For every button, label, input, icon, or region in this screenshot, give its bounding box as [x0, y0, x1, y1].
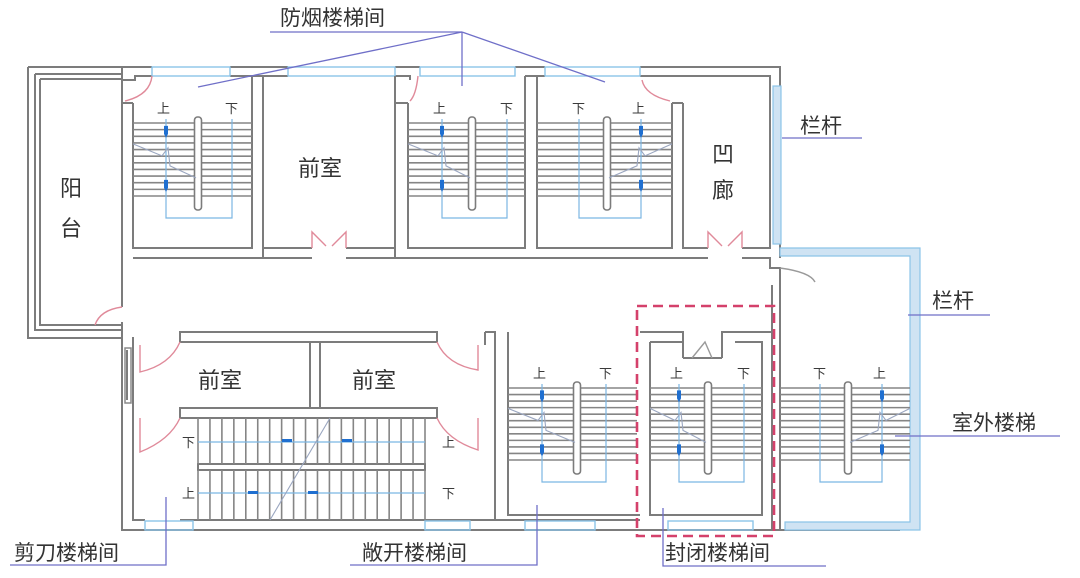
direction-arrow	[248, 491, 258, 494]
stair-down-mark: 下	[225, 102, 238, 117]
stair-handrail	[467, 116, 477, 211]
stair-down-mark: 下	[599, 367, 612, 382]
label-railing-top: 栏杆	[800, 114, 842, 138]
stair-handrail	[703, 381, 713, 475]
break-line	[649, 407, 707, 443]
direction-arrow	[164, 125, 168, 138]
label-outdoor-stair: 室外楼梯	[952, 411, 1036, 435]
room-anteroom-left: 前室	[198, 369, 242, 394]
direction-arrow	[440, 125, 444, 138]
stair-up-mark: 上	[670, 367, 683, 382]
stair-handrail	[843, 381, 853, 475]
leader-lines	[10, 31, 1060, 567]
label-enclosed-stairwell: 封闭楼梯间	[665, 541, 770, 565]
stair-down-mark: 下	[813, 367, 826, 382]
room-recess-2: 廊	[712, 179, 734, 204]
room-balcony-2: 台	[60, 217, 82, 242]
label-scissor-stairwell: 剪刀楼梯间	[14, 541, 119, 565]
lower-stairs: 上下上下上下	[507, 367, 911, 483]
outdoor-railing	[779, 247, 921, 531]
direction-arrow	[308, 491, 318, 494]
stair-up-mark: 上	[632, 102, 645, 117]
dog-leg-stair: 上下	[649, 367, 762, 483]
label-railing-right: 栏杆	[932, 289, 974, 313]
stair-handrail	[193, 116, 203, 211]
stair-up-mark: 上	[533, 367, 546, 382]
dog-leg-stair: 上下	[132, 102, 252, 219]
stair-down-mark: 下	[182, 436, 195, 451]
dog-leg-stair: 上下	[507, 367, 637, 483]
direction-arrow	[540, 444, 544, 457]
room-anteroom-right: 前室	[352, 369, 396, 394]
direction-arrow	[639, 125, 643, 138]
stair-handrail	[572, 381, 582, 475]
stair-down-mark: 下	[500, 102, 513, 117]
stair-up-mark: 上	[433, 102, 446, 117]
walk-path	[678, 384, 745, 483]
walk-path	[819, 384, 883, 483]
walk-path	[441, 119, 508, 219]
walk-path	[165, 119, 233, 219]
direction-arrow	[282, 439, 292, 442]
direction-arrow	[677, 444, 681, 457]
stair-up-mark: 上	[182, 487, 195, 502]
stair-down-mark: 下	[737, 367, 750, 382]
direction-arrow	[440, 179, 444, 192]
balcony-walls	[27, 66, 123, 339]
room-recess-1: 凹	[712, 143, 734, 168]
doors	[94, 75, 816, 454]
break-line	[407, 143, 471, 179]
break-line	[507, 407, 576, 443]
room-balcony-1: 阳	[60, 177, 82, 202]
enclosed-stair-highlight	[635, 304, 776, 538]
direction-arrow	[164, 179, 168, 192]
direction-arrow	[342, 439, 352, 442]
dog-leg-stair: 上下	[537, 102, 673, 219]
stair-up-mark: 上	[873, 367, 886, 382]
break-line	[132, 143, 197, 179]
label-open-stairwell: 敞开楼梯间	[362, 541, 467, 565]
stair-handrail	[602, 116, 612, 211]
direction-arrow	[880, 390, 884, 403]
stair-down-mark: 下	[572, 102, 585, 117]
room-anteroom-top: 前室	[298, 157, 342, 182]
stair-up-mark: 上	[157, 102, 170, 117]
break-line	[269, 417, 331, 521]
stair-up-mark: 上	[442, 436, 455, 451]
walk-path	[578, 119, 642, 219]
dog-leg-stair: 上下	[780, 367, 911, 483]
direction-arrow	[639, 179, 643, 192]
dog-leg-stair: 上下	[407, 102, 525, 219]
upper-stairs: 上下上下上下	[132, 102, 673, 219]
stair-down-mark: 下	[442, 487, 455, 502]
direction-arrow	[677, 390, 681, 403]
direction-arrow	[540, 390, 544, 403]
break-line	[608, 143, 673, 179]
walk-path	[541, 384, 607, 483]
railing-top-right	[772, 85, 782, 245]
direction-arrow	[880, 444, 884, 457]
label-smoke-proof-stairwell: 防烟楼梯间	[280, 6, 385, 30]
break-line	[849, 407, 911, 443]
